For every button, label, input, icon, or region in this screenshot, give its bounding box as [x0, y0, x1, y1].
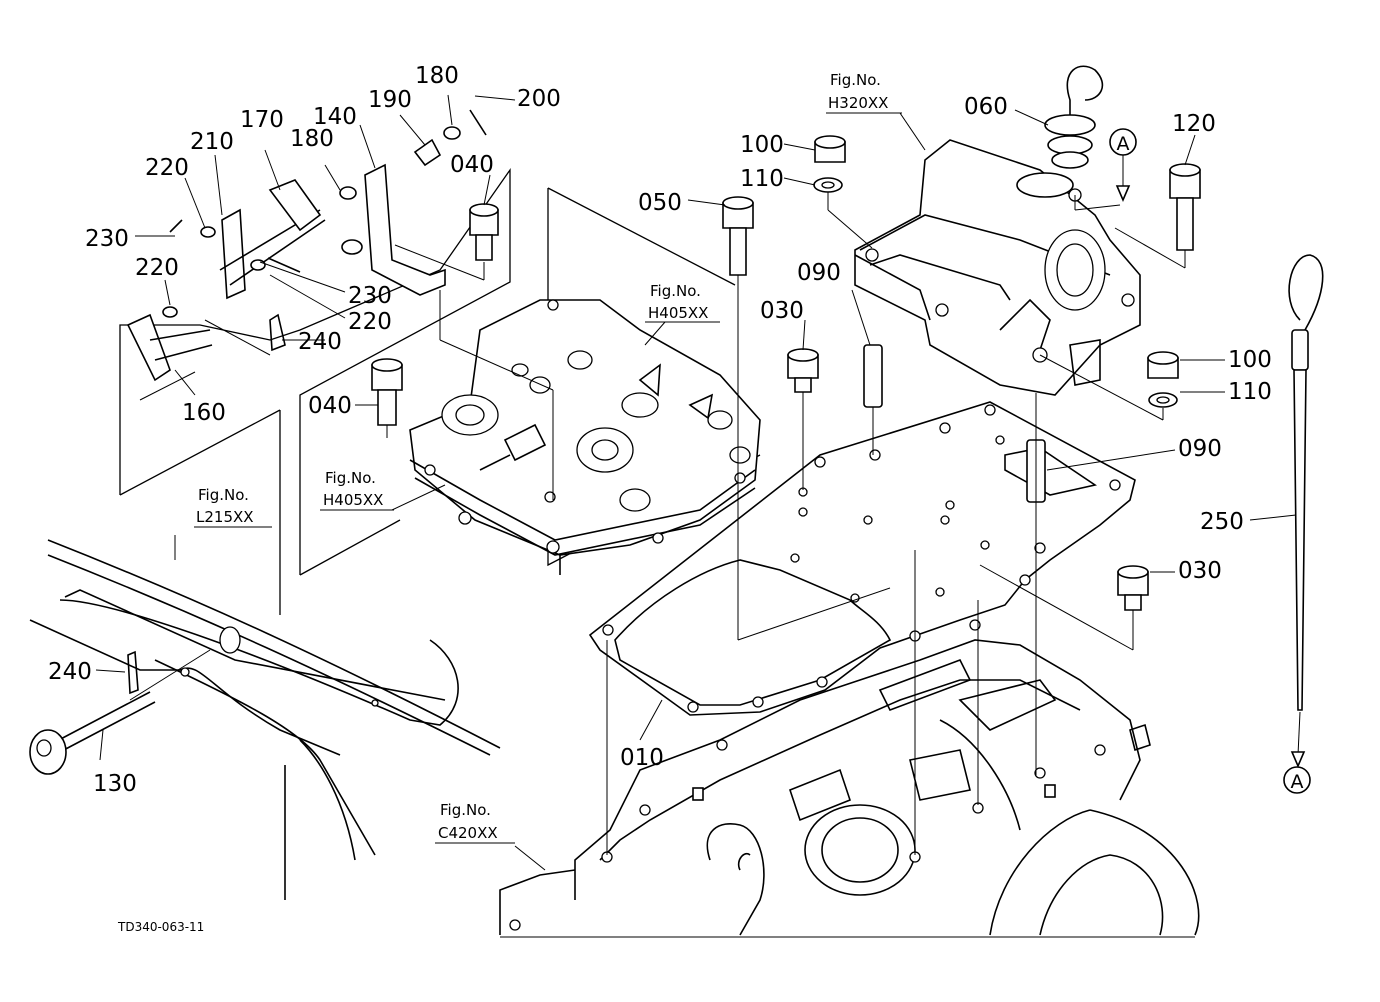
- part-label: 050: [638, 190, 682, 216]
- part-label: 240: [48, 659, 92, 685]
- part-label: 240: [298, 329, 342, 355]
- control-valve-assembly: [409, 299, 761, 575]
- part-label: 230: [348, 283, 392, 309]
- fig-ref-code: H405XX: [648, 304, 708, 322]
- part-label: 120: [1172, 111, 1216, 137]
- gasket-plate: [588, 401, 1136, 716]
- part-label: 140: [313, 104, 357, 130]
- fig-ref-title: Fig.No.: [830, 71, 881, 89]
- part-label: 090: [797, 260, 841, 286]
- part-labels: 180 200 190 140 170 180 210 220 040 230 …: [48, 63, 1272, 797]
- part-label: 090: [1178, 436, 1222, 462]
- fig-ref-code: L215XX: [196, 508, 254, 526]
- part-label: 040: [308, 393, 352, 419]
- part-label: 040: [450, 152, 494, 178]
- leader-lines: [95, 94, 1297, 871]
- part-label: 180: [415, 63, 459, 89]
- part-label: 180: [290, 126, 334, 152]
- fig-ref-title: Fig.No.: [325, 469, 376, 487]
- pin-130: [29, 691, 156, 775]
- figure-references: Fig.No. H320XX Fig.No. H405XX Fig.No. H4…: [194, 71, 902, 844]
- diagram-code: TD340-063-11: [117, 920, 204, 934]
- top-cover-housing: [854, 139, 1141, 396]
- part-label: 190: [368, 87, 412, 113]
- part-label: 060: [964, 94, 1008, 120]
- part-label: 220: [135, 255, 179, 281]
- lever-linkage: [126, 109, 487, 695]
- fender-panel: [29, 539, 501, 900]
- part-label: 230: [85, 226, 129, 252]
- part-label: 210: [190, 129, 234, 155]
- fig-ref-code: H320XX: [828, 94, 888, 112]
- part-label: 110: [1228, 379, 1272, 405]
- part-label: 200: [517, 86, 561, 112]
- part-label: 100: [740, 132, 784, 158]
- fig-ref-code: C420XX: [438, 824, 498, 842]
- part-label: 220: [348, 309, 392, 335]
- part-label: 160: [182, 400, 226, 426]
- part-label: 170: [240, 107, 284, 133]
- part-label: 110: [740, 166, 784, 192]
- part-label: 030: [1178, 558, 1222, 584]
- fasteners: [371, 65, 1201, 611]
- part-label: 130: [93, 771, 137, 797]
- part-label: 030: [760, 298, 804, 324]
- part-label: 250: [1200, 509, 1244, 535]
- fig-ref-title: Fig.No.: [440, 801, 491, 819]
- fig-ref-code: H405XX: [323, 491, 383, 509]
- part-label: 100: [1228, 347, 1272, 373]
- marker-a-bottom: A: [1291, 771, 1304, 793]
- transmission-case: [499, 639, 1200, 938]
- marker-a-top: A: [1117, 133, 1130, 155]
- part-label: 220: [145, 155, 189, 181]
- part-label: 010: [620, 745, 664, 771]
- fig-ref-title: Fig.No.: [198, 486, 249, 504]
- fig-ref-title: Fig.No.: [650, 282, 701, 300]
- arrow-markers: A A: [1109, 128, 1311, 794]
- dipstick: [1288, 254, 1324, 769]
